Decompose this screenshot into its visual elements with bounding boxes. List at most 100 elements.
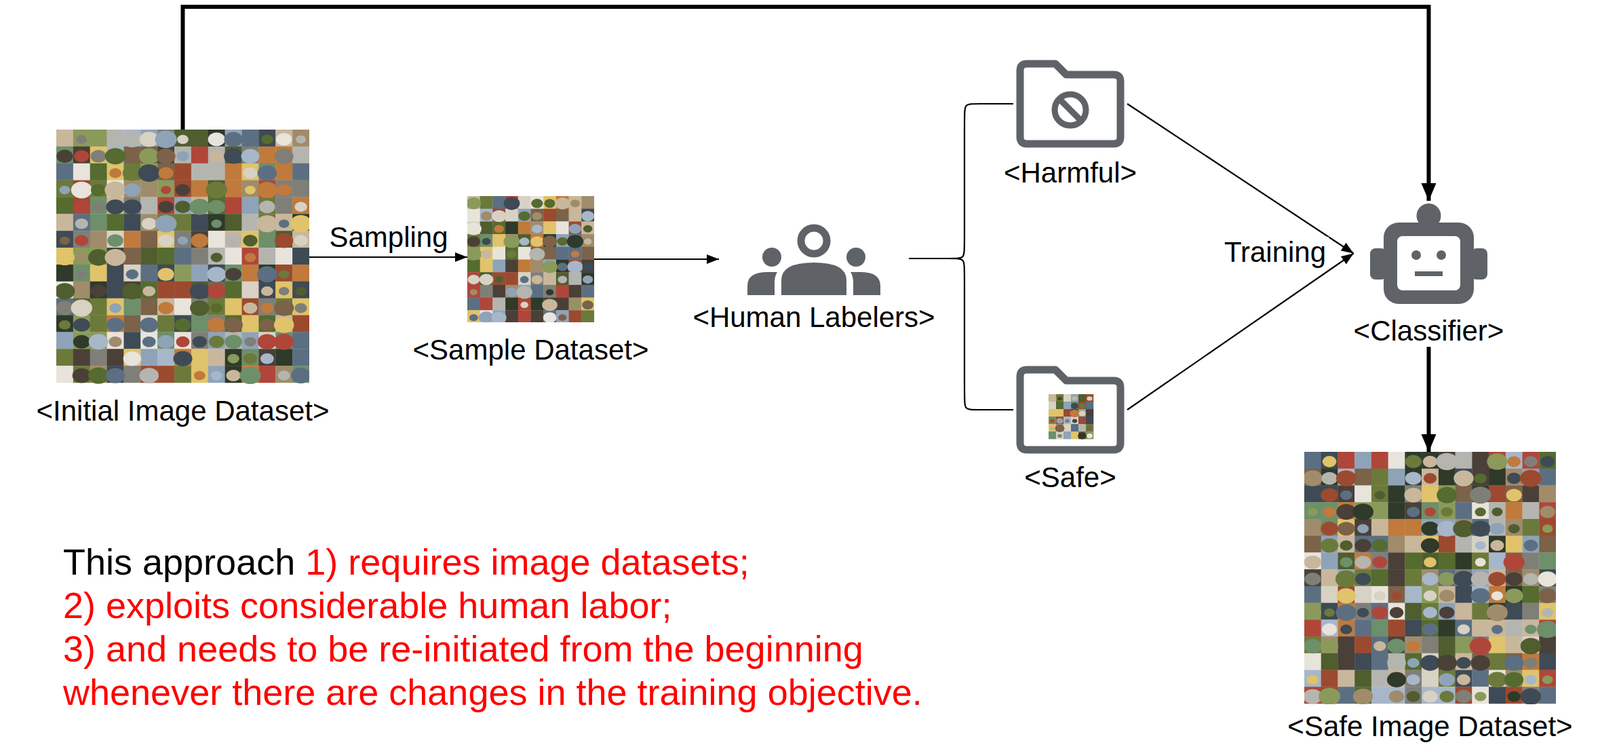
mosaic-tile — [1321, 653, 1339, 671]
mosaic-tile — [1070, 401, 1079, 409]
image-mosaic — [56, 129, 310, 384]
mosaic-detail — [1304, 555, 1322, 570]
mosaic-tile — [1404, 451, 1422, 469]
mosaic-detail — [206, 266, 226, 282]
mosaic-tile — [556, 221, 570, 234]
mosaic-detail — [227, 303, 240, 313]
mosaic-detail — [124, 183, 141, 197]
mosaic-tile — [275, 213, 293, 231]
mosaic-tile — [581, 297, 595, 311]
mosaic-tile — [1078, 401, 1086, 409]
mosaic-detail — [241, 149, 260, 164]
mosaic-tile — [1070, 394, 1079, 402]
mosaic-detail — [581, 300, 594, 310]
mosaic-tile — [1354, 619, 1372, 637]
image-mosaic — [1047, 394, 1094, 439]
mosaic-tile — [1488, 484, 1506, 502]
robot-eye — [1411, 250, 1421, 260]
mosaic-detail — [531, 274, 544, 284]
mosaic-tile — [157, 315, 175, 333]
mosaic-tile — [1488, 518, 1506, 536]
mosaic-detail — [1420, 521, 1439, 536]
mosaic-tile — [480, 284, 494, 298]
mosaic-tile — [581, 233, 595, 247]
mosaic-tile — [157, 230, 175, 248]
mosaic-detail — [531, 212, 542, 221]
mosaic-tile — [556, 271, 570, 285]
mosaic-detail — [257, 181, 278, 199]
mosaic-tile — [1522, 535, 1540, 553]
mosaic-tile — [1505, 619, 1523, 637]
mosaic-tile — [492, 196, 506, 209]
note-line: This approach1) requires image datasets; — [63, 539, 972, 584]
mosaic-tile — [569, 271, 582, 285]
mosaic-detail — [1475, 541, 1487, 551]
mosaic-detail — [467, 236, 481, 247]
mosaic-tile — [242, 129, 260, 147]
mosaic-detail — [1387, 672, 1407, 688]
mosaic-detail — [59, 185, 70, 195]
mosaic-tile — [1404, 653, 1422, 671]
mosaic-detail — [210, 252, 223, 263]
mosaic-tile — [1471, 619, 1489, 637]
mosaic-detail — [1374, 590, 1386, 601]
mosaic-tile — [56, 230, 74, 248]
mosaic-detail — [545, 288, 554, 296]
mosaic-detail — [581, 311, 595, 323]
mosaic-tile — [208, 213, 226, 231]
mosaic-detail — [543, 198, 555, 208]
mosaic-detail — [122, 199, 142, 215]
mosaic-tile — [581, 259, 595, 273]
mosaic-tile — [1371, 451, 1389, 469]
mosaic-tile — [1048, 423, 1057, 432]
mosaic-tile — [1538, 636, 1556, 654]
arrow-connector — [1127, 103, 1354, 254]
mosaic-tile — [1438, 636, 1456, 654]
mosaic-detail — [172, 350, 192, 366]
mosaic-tile — [505, 284, 519, 298]
mosaic-tile — [1371, 686, 1389, 704]
mosaic-tile — [107, 281, 125, 299]
mosaic-detail — [1079, 410, 1086, 416]
mosaic-tile — [56, 213, 74, 231]
folder-icon: <Safe> — [1013, 364, 1128, 456]
mosaic-detail — [1435, 453, 1458, 471]
mosaic-detail — [1340, 490, 1353, 500]
mosaic-tile — [1063, 416, 1071, 424]
mosaic-tile — [492, 271, 506, 285]
mosaic-tile — [191, 230, 209, 248]
mosaic-detail — [1407, 657, 1420, 668]
mosaic-tile — [258, 315, 276, 333]
mosaic-tile — [90, 129, 108, 147]
image-dataset: <Sample Dataset> — [467, 196, 595, 323]
mosaic-detail — [243, 167, 258, 180]
mosaic-tile — [90, 264, 108, 282]
mosaic-tile — [1371, 552, 1389, 570]
mosaic-tile — [258, 348, 276, 366]
mosaic-tile — [140, 348, 158, 366]
mosaic-tile — [1048, 431, 1057, 439]
mosaic-tile — [1337, 552, 1355, 570]
mosaic-tile — [1505, 518, 1523, 536]
mosaic-tile — [140, 196, 158, 214]
mosaic-tile — [581, 246, 595, 260]
labelers-icon-picture — [718, 220, 909, 297]
mosaic-tile — [556, 208, 570, 222]
mosaic-tile — [1337, 484, 1355, 502]
mosaic-tile — [1371, 501, 1389, 519]
mosaic-detail — [467, 197, 481, 210]
mosaic-detail — [1406, 640, 1421, 652]
mosaic-tile — [1321, 451, 1339, 469]
mosaic-tile — [1471, 535, 1489, 553]
mosaic-detail — [261, 286, 274, 296]
mosaic-tile — [569, 309, 582, 323]
mosaic-detail — [1422, 622, 1439, 636]
mosaic-detail — [274, 148, 294, 164]
mosaic-tile — [123, 247, 141, 265]
mosaic-detail — [260, 303, 274, 314]
mosaic-detail — [1423, 472, 1437, 483]
mosaic-tile — [174, 230, 192, 248]
mosaic-detail — [1389, 607, 1404, 618]
mosaic-detail — [56, 249, 75, 266]
